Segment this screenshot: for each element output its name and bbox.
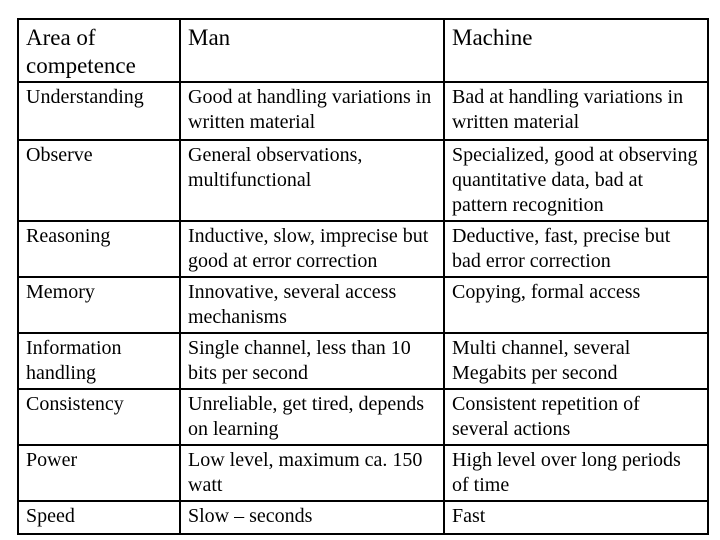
table-row-reasoning: Reasoning Inductive, slow, imprecise but…	[17, 220, 709, 279]
man-value: Inductive, slow, imprecise but good at e…	[179, 220, 445, 279]
man-value: Single channel, less than 10 bits per se…	[179, 332, 445, 391]
machine-value: Specialized, good at observing quantitat…	[443, 139, 709, 223]
machine-value: Deductive, fast, precise but bad error c…	[443, 220, 709, 279]
man-value: Low level, maximum ca. 150 watt	[179, 444, 445, 503]
column-header-machine: Machine	[443, 17, 709, 84]
table-row-speed: Speed Slow – seconds Fast	[17, 500, 709, 536]
table-row-understanding: Understanding Good at handling variation…	[17, 81, 709, 142]
man-value: Slow – seconds	[179, 500, 445, 536]
man-value: Unreliable, get tired, depends on learni…	[179, 388, 445, 447]
table-row-power: Power Low level, maximum ca. 150 watt Hi…	[17, 444, 709, 503]
column-header-man: Man	[179, 17, 445, 84]
man-value: General observations, multifunctional	[179, 139, 445, 223]
man-value: Good at handling variations in written m…	[179, 81, 445, 142]
machine-value: Fast	[443, 500, 709, 536]
table-row-memory: Memory Innovative, several access mechan…	[17, 276, 709, 335]
row-label: Speed	[17, 500, 181, 536]
man-machine-comparison-table: Area of competence Man Machine Understan…	[17, 17, 709, 536]
row-label: Understanding	[17, 81, 181, 142]
row-label: Observe	[17, 139, 181, 223]
machine-value: Consistent repetition of several actions	[443, 388, 709, 447]
man-value: Innovative, several access mechanisms	[179, 276, 445, 335]
machine-value: Bad at handling variations in written ma…	[443, 81, 709, 142]
header-row: Area of competence Man Machine	[17, 17, 709, 84]
machine-value: High level over long periods of time	[443, 444, 709, 503]
table-row-consistency: Consistency Unreliable, get tired, depen…	[17, 388, 709, 447]
table-row-observe: Observe General observations, multifunct…	[17, 139, 709, 223]
machine-value: Copying, formal access	[443, 276, 709, 335]
row-label: Power	[17, 444, 181, 503]
row-label: Memory	[17, 276, 181, 335]
machine-value: Multi channel, several Megabits per seco…	[443, 332, 709, 391]
row-label: Consistency	[17, 388, 181, 447]
table-row-information-handling: Information handling Single channel, les…	[17, 332, 709, 391]
row-label: Reasoning	[17, 220, 181, 279]
column-header-area-of-competence: Area of competence	[17, 17, 181, 84]
row-label: Information handling	[17, 332, 181, 391]
